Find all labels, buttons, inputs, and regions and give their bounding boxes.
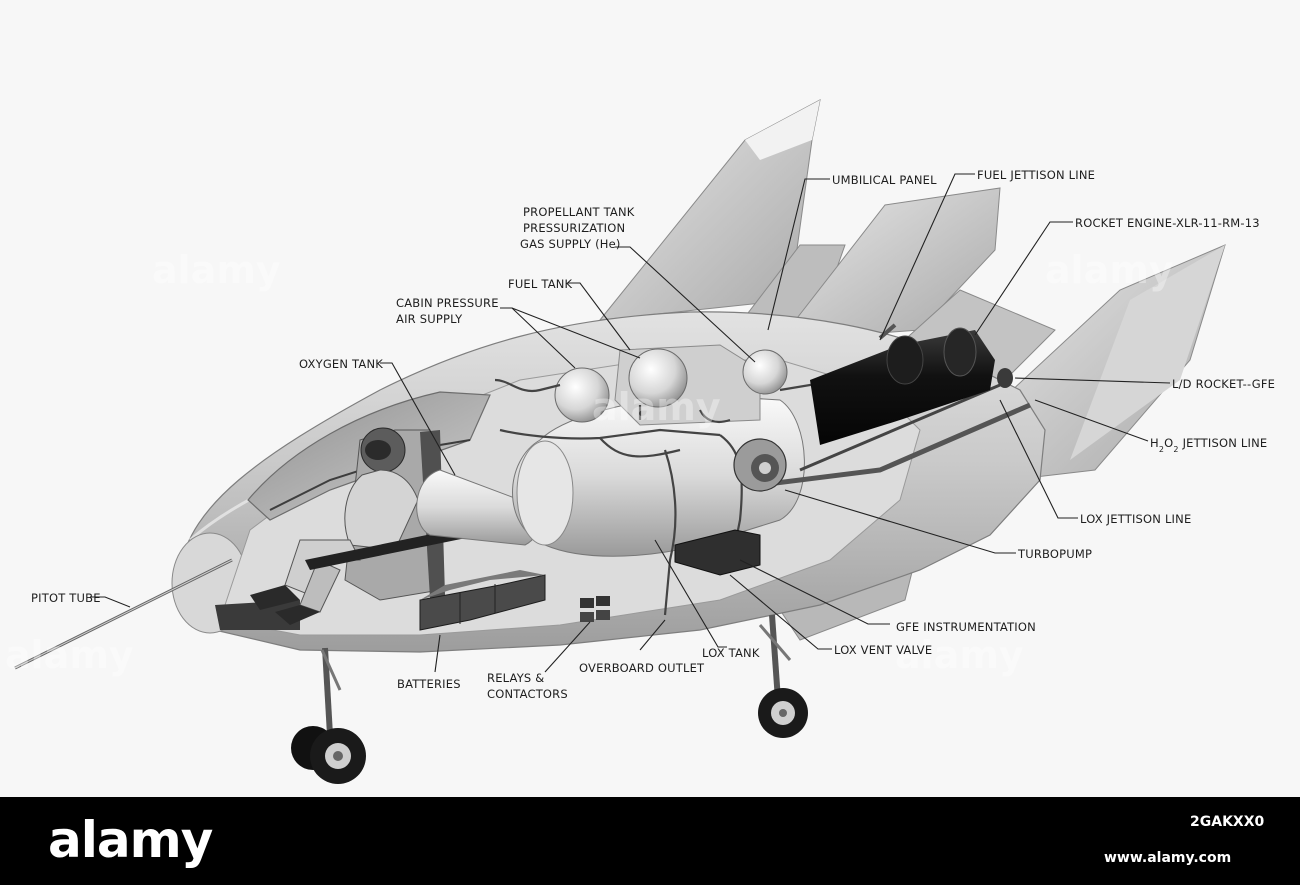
turbopump: [733, 438, 787, 492]
watermark: alamy: [895, 633, 1024, 677]
main-landing-gear: [758, 614, 808, 738]
label-lox-vent-valve: LOX VENT VALVE: [834, 643, 932, 657]
label-batteries: BATTERIES: [397, 677, 461, 691]
air-supply-sphere: [628, 348, 688, 408]
label-lox-tank: LOX TANK: [702, 646, 760, 660]
label-fuel-jettison-line: FUEL JETTISON LINE: [977, 168, 1095, 182]
footer-bar: alamy 2GAKXX0 www.alamy.com: [0, 797, 1300, 885]
watermark-group: alamy alamy alamy alamy alamy: [5, 248, 1174, 677]
image-id: 2GAKXX0: [1190, 814, 1265, 830]
label-contactors: CONTACTORS: [487, 687, 568, 701]
label-propellant-tank: PROPELLANT TANK: [523, 205, 635, 219]
battery-boxes: [419, 570, 546, 631]
gfe-instrumentation-box: [674, 529, 761, 576]
label-relays: RELAYS &: [487, 671, 544, 685]
lox-tank: [512, 394, 805, 557]
plumbing-lines: [494, 378, 1031, 616]
label-pitot-tube: PITOT TUBE: [31, 591, 101, 605]
label-pressurization: PRESSURIZATION: [523, 221, 625, 235]
label-rocket-engine: ROCKET ENGINE-XLR-11-RM-13: [1075, 216, 1260, 230]
watermark: alamy: [5, 633, 134, 677]
label-lox-jettison-line: LOX JETTISON LINE: [1080, 512, 1191, 526]
label-fuel-tank: FUEL TANK: [508, 277, 573, 291]
aircraft-cutaway-diagram: alamy alamy alamy alamy alamy: [5, 99, 1275, 784]
callout-labels: UMBILICAL PANEL FUEL JETTISON LINE PROPE…: [31, 168, 1275, 701]
label-cabin-pressure: CABIN PRESSURE: [396, 296, 499, 310]
label-umbilical-panel: UMBILICAL PANEL: [832, 173, 937, 187]
label-gfe-instrumentation: GFE INSTRUMENTATION: [896, 620, 1036, 634]
nose-landing-gear: [291, 647, 366, 784]
label-overboard-outlet: OVERBOARD OUTLET: [579, 661, 705, 675]
label-air-supply: AIR SUPPLY: [396, 312, 463, 326]
label-gas-supply: GAS SUPPLY (He): [520, 237, 621, 251]
leader-lines: [90, 173, 1171, 673]
site-url[interactable]: www.alamy.com: [1104, 850, 1232, 866]
label-turbopump: TURBOPUMP: [1017, 547, 1092, 561]
watermark: alamy: [152, 248, 281, 292]
watermark: alamy: [1045, 248, 1174, 292]
watermark: alamy: [592, 385, 721, 429]
label-oxygen-tank: OXYGEN TANK: [299, 357, 383, 371]
label-ld-rocket: L/D ROCKET--GFE: [1172, 377, 1275, 391]
relay-boxes: [580, 596, 610, 622]
alamy-logo: alamy: [48, 811, 213, 869]
rocket-engine: [810, 323, 1013, 445]
cabin-pressure-sphere: [554, 367, 610, 423]
label-h2o2-jettison-line: H2O2 JETTISON LINE: [1150, 436, 1267, 454]
